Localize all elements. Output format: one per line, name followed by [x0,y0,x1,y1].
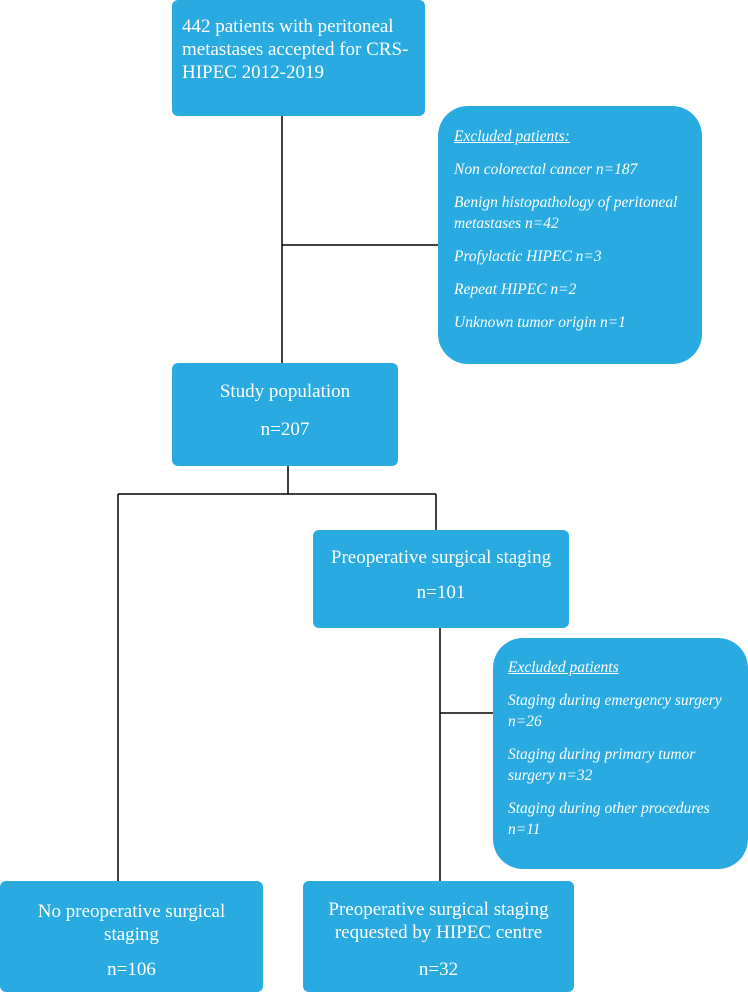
no-staging-count: n=106 [107,959,156,980]
study-population-box: Study population n=207 [172,363,398,466]
study-population-count: n=207 [260,419,310,440]
preop-staging-box: Preoperative surgical staging n=101 [313,530,569,628]
initial-cohort-box: 442 patients with peritoneal metastases … [172,0,425,116]
exclusion-box-1: Excluded patients: Non colorectal cancer… [438,106,702,364]
no-staging-box: No preoperative surgical staging n=106 [0,881,263,992]
study-population-label: Study population [219,381,351,402]
exclusion-box-2: Excluded patients Staging during emergen… [493,638,748,869]
exclusion-1-item: Benign histopathology of peritoneal meta… [454,194,678,232]
exclusion-1-item: Repeat HIPEC n=2 [454,281,577,298]
exclusion-1-item: Unknown tumor origin n=1 [454,314,626,331]
exclusion-2-item: Staging during other procedures n=11 [508,800,710,838]
requested-staging-box: Preoperative surgical staging requested … [303,881,574,992]
exclusion-1-item: Profylactic HIPEC n=3 [454,248,602,265]
initial-cohort-text: 442 patients with peritoneal metastases … [182,16,409,83]
requested-staging-label: Preoperative surgical staging requested … [328,899,549,943]
exclusion-2-item: Staging during emergency surgery n=26 [508,692,722,730]
preop-staging-count: n=101 [416,582,466,603]
preop-staging-label: Preoperative surgical staging [330,547,552,568]
exclusion-2-item: Staging during primary tumor surgery n=3… [508,746,696,784]
exclusion-2-heading: Excluded patients [508,659,619,676]
exclusion-1-item: Non colorectal cancer n=187 [454,161,638,178]
no-staging-label: No preoperative surgical staging [37,901,226,945]
requested-staging-count: n=32 [418,959,459,980]
exclusion-1-heading: Excluded patients: [454,128,570,145]
